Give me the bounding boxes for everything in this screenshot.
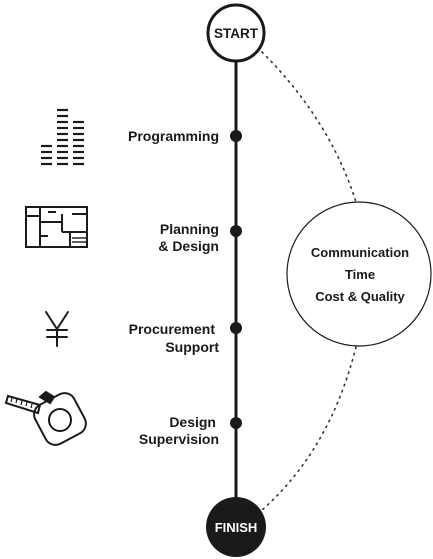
start-node [206, 3, 266, 63]
step-label-procurement-line1: Procurement [129, 321, 216, 337]
circle-line-communication: Communication [311, 245, 409, 260]
step-label-programming: Programming [128, 128, 219, 144]
bar-chart-icon [41, 108, 84, 166]
tape-measure-icon [4, 390, 87, 446]
floor-plan-icon [25, 206, 88, 248]
step-dot-design-supervision [230, 417, 242, 429]
finish-node [206, 497, 266, 557]
step-label-procurement-line2: Support [165, 339, 219, 355]
communication-circle [286, 201, 432, 347]
dotted-arc-lower [261, 346, 357, 511]
step-label-supervision-line2: Supervision [139, 431, 219, 447]
step-dot-programming [230, 130, 242, 142]
step-label-supervision-line1: Design [169, 414, 216, 430]
step-label-planning-line2: & Design [158, 238, 219, 254]
dotted-arc-upper [261, 51, 357, 203]
circle-line-cost-quality: Cost & Quality [315, 289, 405, 304]
yen-icon [45, 311, 69, 347]
circle-line-time: Time [345, 267, 375, 282]
start-label: START [214, 26, 259, 41]
step-dot-planning-design [230, 225, 242, 237]
finish-label: FINISH [215, 520, 258, 535]
step-dot-procurement-support [230, 322, 242, 334]
step-label-planning-line1: Planning [160, 221, 219, 237]
